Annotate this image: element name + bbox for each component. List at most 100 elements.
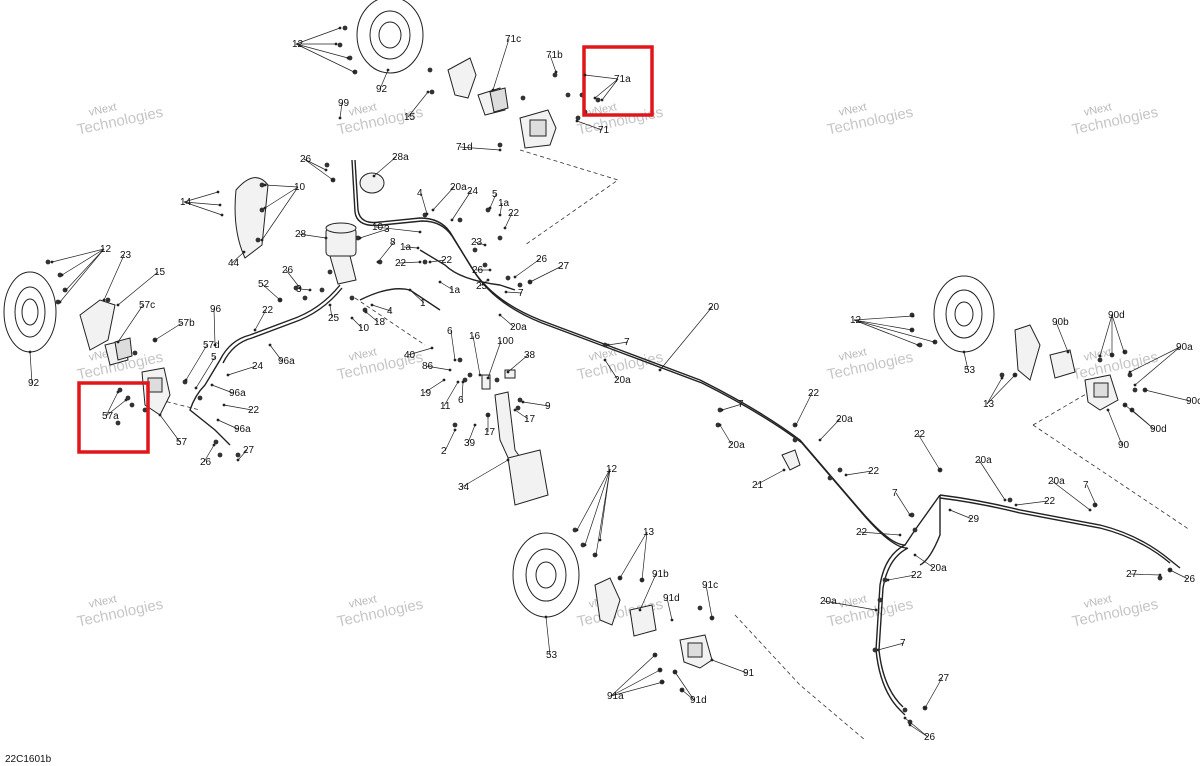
part-callout-71a[interactable]: 71a: [614, 74, 631, 85]
part-callout-71[interactable]: 71: [598, 125, 610, 136]
part-callout-19[interactable]: 19: [420, 388, 432, 399]
part-callout-22[interactable]: 22: [914, 429, 926, 440]
part-callout-24[interactable]: 24: [252, 361, 264, 372]
part-callout-96a[interactable]: 96a: [229, 388, 246, 399]
part-callout-90a[interactable]: 90a: [1176, 342, 1193, 353]
part-callout-18[interactable]: 18: [374, 317, 386, 328]
part-callout-15[interactable]: 15: [154, 267, 166, 278]
part-callout-91a[interactable]: 91a: [607, 691, 624, 702]
part-callout-26[interactable]: 26: [200, 457, 212, 468]
part-callout-28a[interactable]: 28a: [392, 152, 409, 163]
part-callout-20a[interactable]: 20a: [510, 322, 527, 333]
part-callout-23[interactable]: 23: [120, 250, 132, 261]
part-callout-12[interactable]: 12: [292, 39, 304, 50]
part-callout-91d[interactable]: 91d: [663, 593, 680, 604]
part-callout-2[interactable]: 2: [441, 446, 447, 457]
part-callout-7[interactable]: 7: [900, 638, 906, 649]
part-callout-3[interactable]: 3: [296, 284, 302, 295]
part-callout-27[interactable]: 27: [243, 445, 255, 456]
part-callout-44[interactable]: 44: [228, 258, 240, 269]
part-callout-90d[interactable]: 90d: [1108, 310, 1125, 321]
part-callout-96[interactable]: 96: [210, 304, 222, 315]
part-callout-90d[interactable]: 90d: [1150, 424, 1167, 435]
part-callout-5[interactable]: 5: [492, 189, 498, 200]
part-callout-20a[interactable]: 20a: [614, 375, 631, 386]
part-callout-20[interactable]: 20: [708, 302, 720, 313]
part-callout-10[interactable]: 10: [372, 222, 384, 233]
part-callout-6[interactable]: 6: [458, 395, 464, 406]
part-callout-57a[interactable]: 57a: [102, 411, 119, 422]
part-callout-16[interactable]: 16: [469, 331, 481, 342]
part-callout-26[interactable]: 26: [1184, 574, 1196, 585]
part-callout-27[interactable]: 27: [1126, 569, 1138, 580]
part-callout-7[interactable]: 7: [738, 399, 744, 410]
part-callout-22[interactable]: 22: [508, 208, 520, 219]
part-callout-7[interactable]: 7: [892, 488, 898, 499]
part-callout-10[interactable]: 10: [294, 182, 306, 193]
part-callout-90c[interactable]: 90c: [1186, 396, 1200, 407]
part-callout-14[interactable]: 14: [180, 197, 192, 208]
part-callout-71c[interactable]: 71c: [505, 34, 521, 45]
part-callout-96a[interactable]: 96a: [278, 356, 295, 367]
part-callout-40[interactable]: 40: [404, 350, 416, 361]
part-callout-17[interactable]: 17: [524, 414, 536, 425]
part-callout-100[interactable]: 100: [497, 336, 514, 347]
part-callout-4[interactable]: 4: [387, 306, 393, 317]
part-callout-9[interactable]: 9: [545, 401, 551, 412]
part-callout-96a[interactable]: 96a: [234, 424, 251, 435]
part-callout-4[interactable]: 4: [417, 188, 423, 199]
part-callout-38[interactable]: 38: [524, 350, 536, 361]
part-callout-8[interactable]: 8: [390, 237, 396, 248]
part-callout-12[interactable]: 12: [606, 464, 618, 475]
part-callout-25[interactable]: 25: [328, 313, 340, 324]
part-callout-91d[interactable]: 91d: [690, 695, 707, 706]
part-callout-1a[interactable]: 1a: [449, 285, 461, 296]
part-callout-12[interactable]: 12: [850, 315, 862, 326]
part-callout-20a[interactable]: 20a: [1048, 476, 1065, 487]
part-callout-86[interactable]: 86: [422, 361, 434, 372]
part-callout-25[interactable]: 25: [476, 281, 488, 292]
part-callout-22[interactable]: 22: [262, 305, 274, 316]
part-callout-1[interactable]: 1: [420, 298, 426, 309]
part-callout-26[interactable]: 26: [472, 265, 484, 276]
part-callout-26[interactable]: 26: [282, 265, 294, 276]
part-callout-34[interactable]: 34: [458, 482, 470, 493]
part-callout-7[interactable]: 7: [518, 288, 524, 299]
part-callout-71b[interactable]: 71b: [546, 50, 563, 61]
part-callout-5[interactable]: 5: [211, 352, 217, 363]
part-callout-1a[interactable]: 1a: [400, 242, 412, 253]
part-callout-12[interactable]: 12: [100, 244, 112, 255]
part-callout-91b[interactable]: 91b: [652, 569, 669, 580]
part-callout-7[interactable]: 7: [624, 337, 630, 348]
part-callout-22[interactable]: 22: [441, 255, 453, 266]
part-callout-22[interactable]: 22: [911, 570, 923, 581]
part-callout-22[interactable]: 22: [248, 405, 260, 416]
part-callout-92[interactable]: 92: [376, 84, 388, 95]
part-callout-22[interactable]: 22: [808, 388, 820, 399]
part-callout-92[interactable]: 92: [28, 378, 40, 389]
part-callout-21[interactable]: 21: [752, 480, 764, 491]
part-callout-22[interactable]: 22: [868, 466, 880, 477]
part-callout-13[interactable]: 13: [643, 527, 655, 538]
part-callout-71d[interactable]: 71d: [456, 142, 473, 153]
part-callout-53[interactable]: 53: [964, 365, 976, 376]
part-callout-22[interactable]: 22: [1044, 496, 1056, 507]
part-callout-27[interactable]: 27: [938, 673, 950, 684]
part-callout-28[interactable]: 28: [295, 229, 307, 240]
part-callout-57d[interactable]: 57d: [203, 340, 220, 351]
part-callout-57b[interactable]: 57b: [178, 318, 195, 329]
part-callout-13[interactable]: 13: [983, 399, 995, 410]
part-callout-27[interactable]: 27: [558, 261, 570, 272]
part-callout-17[interactable]: 17: [484, 427, 496, 438]
part-callout-99[interactable]: 99: [338, 98, 350, 109]
part-callout-57[interactable]: 57: [176, 437, 188, 448]
part-callout-23[interactable]: 23: [471, 237, 483, 248]
part-callout-90[interactable]: 90: [1118, 440, 1130, 451]
part-callout-91[interactable]: 91: [743, 668, 755, 679]
part-callout-20a[interactable]: 20a: [836, 414, 853, 425]
part-callout-57c[interactable]: 57c: [139, 300, 155, 311]
part-callout-7[interactable]: 7: [1083, 480, 1089, 491]
part-callout-6[interactable]: 6: [447, 326, 453, 337]
part-callout-20a[interactable]: 20a: [975, 455, 992, 466]
part-callout-1a[interactable]: 1a: [498, 198, 510, 209]
